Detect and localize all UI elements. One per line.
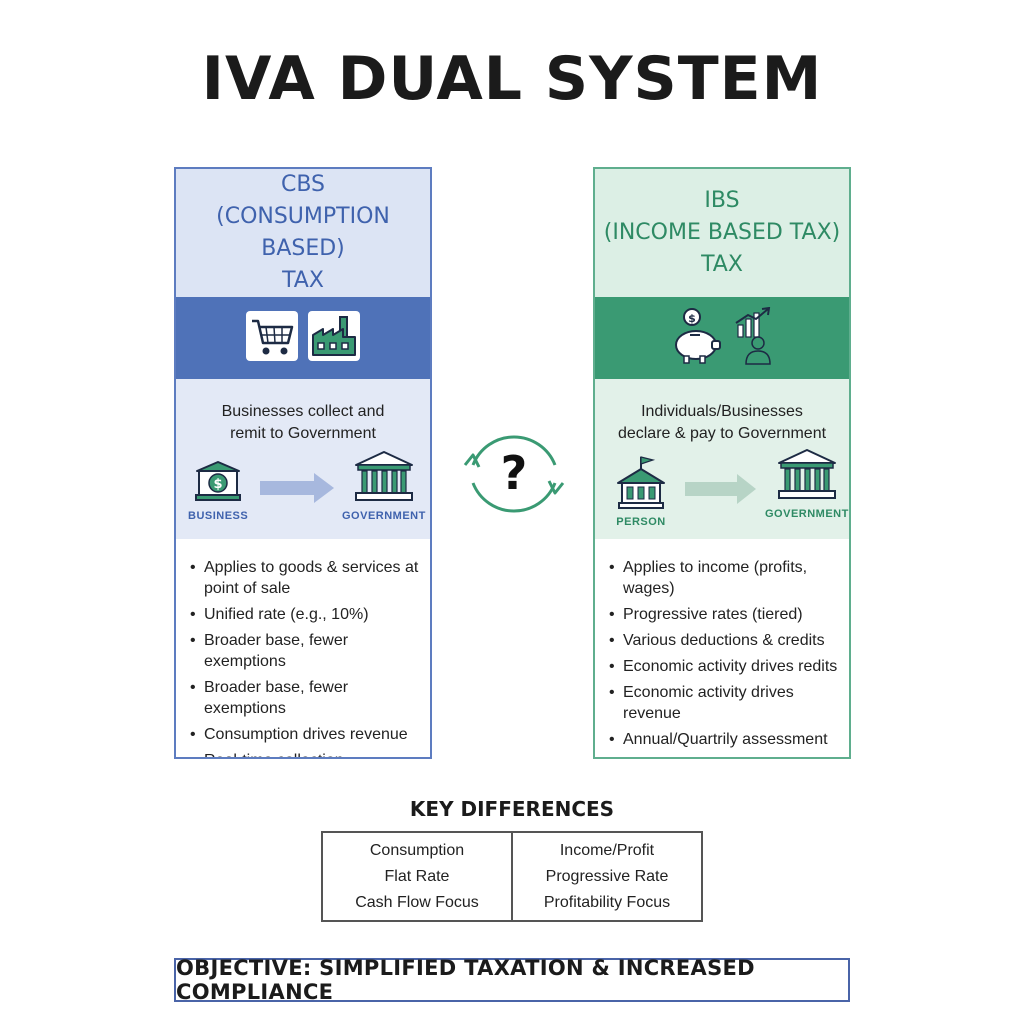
government-building-icon <box>352 451 416 507</box>
ibs-to-label: GOVERNMENT <box>765 508 849 520</box>
table-cell: Income/Profit <box>559 841 655 859</box>
cbs-heading-line-3: TAX <box>282 268 324 293</box>
ibs-flow: Individuals/Businesses declare & pay to … <box>595 379 849 539</box>
list-item: Economic activity drives redits <box>609 656 839 677</box>
list-item: Applies to goods & services at point of … <box>190 557 420 599</box>
list-item: Annual/Quartrily assessment <box>609 729 839 750</box>
cbs-to-label: GOVERNMENT <box>342 510 426 522</box>
table-cell: Flat Rate <box>384 867 450 885</box>
list-item: Broader base, fewer exemptions <box>190 677 420 719</box>
key-differences-left-column: Consumption Flat Rate Cash Flow Focus <box>323 833 513 920</box>
shopping-cart-icon <box>246 310 298 366</box>
cbs-flow-arrow <box>260 473 334 503</box>
government-building-icon <box>775 449 839 505</box>
ibs-from-label: PERSON <box>616 516 666 528</box>
list-item: Economic activity drives revenue <box>609 682 839 724</box>
ibs-heading: IBS (INCOME BASED TAX) TAX <box>595 169 849 297</box>
ibs-heading-line-2: (INCOME BASED TAX) <box>603 220 841 245</box>
house-flag-icon <box>615 456 667 513</box>
ibs-heading-line-3: TAX <box>701 252 743 277</box>
cbs-heading-line-1: CBS <box>280 172 326 197</box>
objective-banner: OBJECTIVE: SIMPLIFIED TAXATION & INCREAS… <box>174 956 850 1004</box>
svg-text:$: $ <box>214 477 223 492</box>
table-cell: Progressive Rate <box>545 867 669 885</box>
diagram-title: IVA DUAL SYSTEM <box>201 44 823 114</box>
list-item: Applies to income (profits, wages) <box>609 557 839 599</box>
cbs-flow-text-line-2: remit to Government <box>230 425 376 442</box>
center-question: ? <box>455 425 573 525</box>
ibs-panel: IBS (INCOME BASED TAX) TAX $ <box>593 167 851 759</box>
list-item: Unified rate (e.g., 10%) <box>190 604 420 625</box>
ibs-icon-band: $ <box>595 297 849 379</box>
cbs-flow: Businesses collect and remit to Governme… <box>176 379 430 539</box>
cbs-heading: CBS (CONSUMPTION BASED) TAX <box>176 169 430 297</box>
ibs-person-node: PERSON <box>615 455 667 528</box>
key-differences-right-column: Income/Profit Progressive Rate Profitabi… <box>513 833 701 920</box>
key-differences-table: Consumption Flat Rate Cash Flow Focus In… <box>321 831 703 922</box>
piggy-bank-icon: $ <box>670 307 724 370</box>
bank-dollar-icon: $ <box>193 461 243 507</box>
ibs-government-node: GOVERNMENT <box>765 447 849 520</box>
table-cell: Cash Flow Focus <box>355 893 479 911</box>
ibs-flow-text: Individuals/Businesses declare & pay to … <box>595 401 849 445</box>
ibs-heading-line-1: IBS <box>704 188 740 213</box>
cbs-from-label: BUSINESS <box>188 510 249 522</box>
list-item: Broader base, fewer exemptions <box>190 630 420 672</box>
svg-text:$: $ <box>688 312 696 325</box>
ibs-bullet-list: Applies to income (profits, wages) Progr… <box>595 539 849 757</box>
cbs-panel: CBS (CONSUMPTION BASED) TAX <box>174 167 432 759</box>
ibs-flow-text-line-2: declare & pay to Government <box>617 425 827 442</box>
factory-icon <box>308 310 360 366</box>
list-item: Real-time collection <box>190 750 420 757</box>
cbs-flow-text: Businesses collect and remit to Governme… <box>176 401 430 445</box>
table-cell: Profitability Focus <box>543 893 671 911</box>
list-item: Consumption drives revenue <box>190 724 420 745</box>
ibs-flow-arrow <box>685 474 756 504</box>
list-item: Progressive rates (tiered) <box>609 604 839 625</box>
list-item: Various deductions & credits <box>609 630 839 651</box>
cbs-flow-text-line-1: Businesses collect and <box>221 403 385 420</box>
cbs-government-node: GOVERNMENT <box>342 449 426 522</box>
cbs-heading-line-2: (CONSUMPTION BASED) <box>216 204 390 261</box>
cbs-business-node: $ BUSINESS <box>188 459 248 522</box>
cycle-arrows-icon: ? <box>463 435 565 513</box>
cbs-bullet-list: Applies to goods & services at point of … <box>176 539 430 757</box>
key-differences-title: KEY DIFFERENCES <box>409 797 615 821</box>
growth-chart-person-icon <box>734 306 774 370</box>
table-cell: Consumption <box>369 841 465 859</box>
question-mark: ? <box>501 446 528 500</box>
cbs-icon-band <box>176 297 430 379</box>
ibs-flow-text-line-1: Individuals/Businesses <box>641 403 803 420</box>
